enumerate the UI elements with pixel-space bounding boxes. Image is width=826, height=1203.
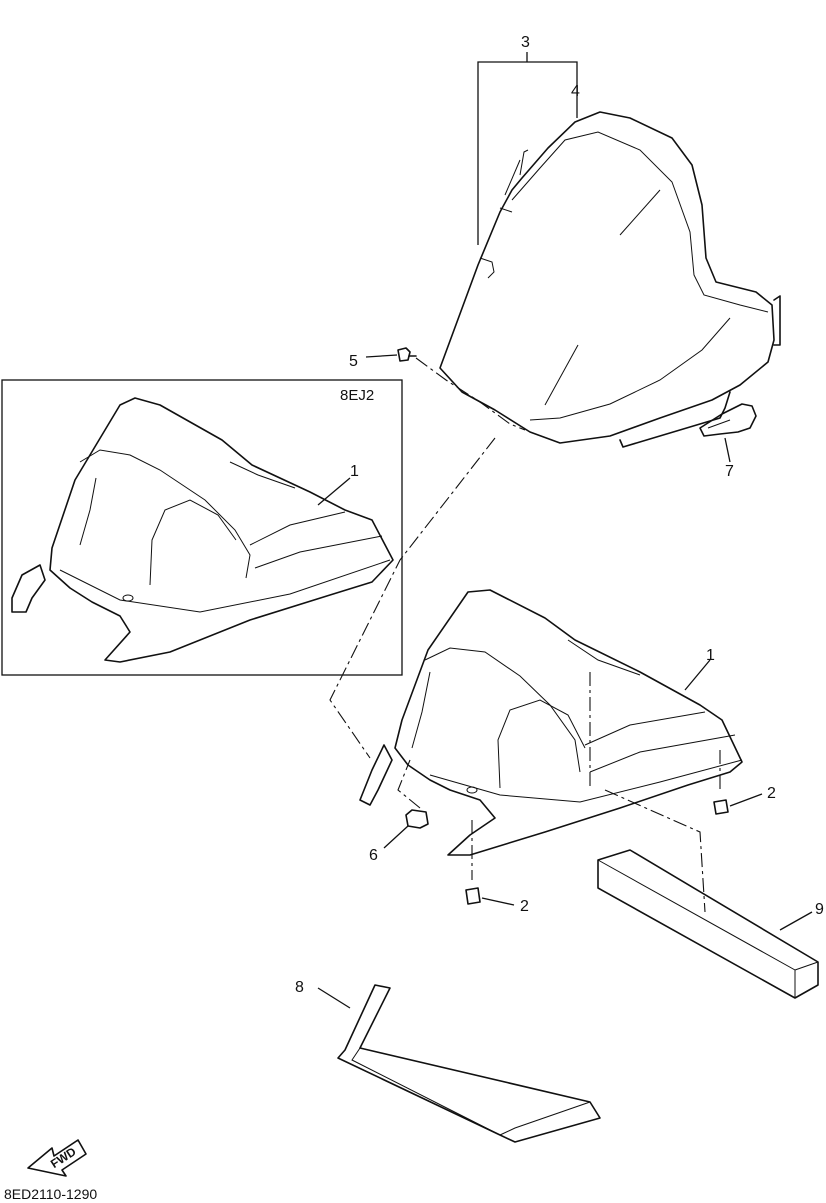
grommet-6: [383, 759, 429, 849]
callout-8: 8: [295, 979, 304, 996]
diagram-code: 8ED2110-1290: [4, 1186, 97, 1202]
windshield-assembly: [439, 111, 781, 448]
bolt-2-lower: [465, 887, 515, 906]
variant-label: 8EJ2: [340, 387, 374, 404]
chain-line-inset: [329, 437, 496, 759]
callout-4: 4: [571, 83, 580, 100]
callout-3: 3: [521, 34, 530, 51]
callout-3-bracket: [477, 52, 578, 245]
callout-5: 5: [349, 353, 358, 370]
bolt-2-right: [713, 793, 763, 815]
variant-inset: [1, 379, 403, 676]
callout-2-lower: 2: [520, 898, 529, 915]
callout-9: 9: [815, 901, 824, 918]
seal-8: [317, 984, 601, 1143]
callout-1-main: 1: [706, 647, 715, 664]
fwd-arrow-icon: FWD: [27, 1139, 87, 1177]
callout-1-inset: 1: [350, 463, 359, 480]
callout-7: 7: [725, 463, 734, 480]
cowl-1: [359, 589, 743, 913]
callout-6: 6: [369, 847, 378, 864]
foam-block-9: [597, 849, 819, 999]
screw-5: [365, 347, 526, 431]
callout-2-right: 2: [767, 785, 776, 802]
clip-7: [699, 403, 757, 463]
